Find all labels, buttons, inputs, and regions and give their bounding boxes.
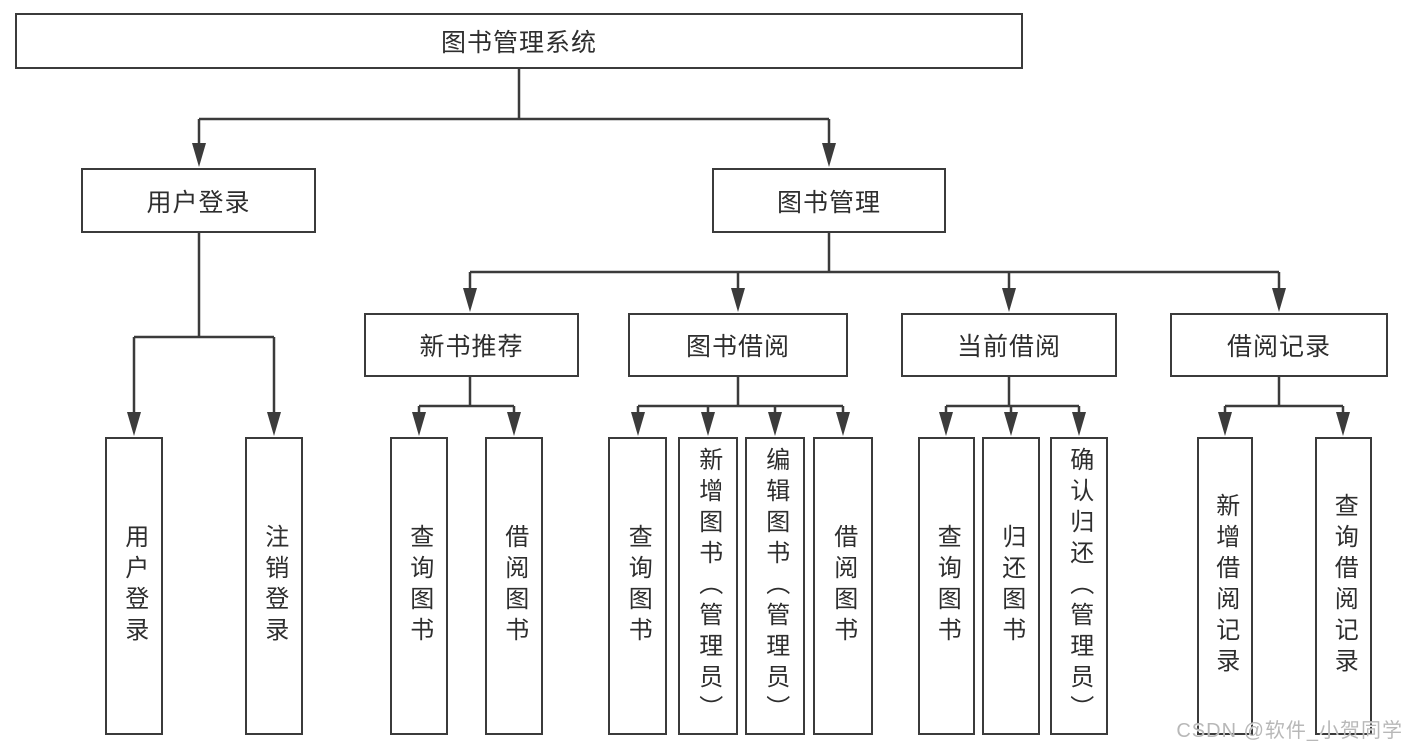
- leaf-add-borrow-record: 新增借阅记录: [1197, 437, 1253, 735]
- arrowhead: [939, 412, 953, 436]
- connector-line-group: [132, 69, 1345, 420]
- arrowhead: [631, 412, 645, 436]
- arrowhead: [267, 412, 281, 436]
- leaf-query-books-recommend: 查询图书: [390, 437, 448, 735]
- leaf-label: 借阅图书: [829, 524, 857, 648]
- arrowhead: [127, 412, 141, 436]
- leaf-label: 编辑图书（管理员）: [761, 446, 789, 726]
- leaf-query-books-current: 查询图书: [918, 437, 975, 735]
- node-new-book-recommend: 新书推荐: [364, 313, 579, 377]
- leaf-label: 查询图书: [624, 524, 652, 648]
- leaf-edit-book-admin: 编辑图书（管理员）: [745, 437, 805, 735]
- arrowhead: [822, 143, 836, 167]
- node-root-label: 图书管理系统: [440, 29, 597, 57]
- leaf-user-login: 用户登录: [105, 437, 163, 735]
- arrowhead: [1272, 288, 1286, 312]
- leaf-label: 归还图书: [997, 524, 1025, 648]
- node-book-management: 图书管理: [712, 168, 946, 233]
- node-borrow-records: 借阅记录: [1170, 313, 1388, 377]
- arrowhead: [1002, 288, 1016, 312]
- leaf-label: 查询图书: [933, 524, 961, 648]
- node-root: 图书管理系统: [15, 13, 1023, 69]
- leaf-label: 新增图书（管理员）: [694, 446, 722, 726]
- arrowhead: [768, 412, 782, 436]
- node-label: 当前借阅: [956, 333, 1061, 361]
- leaf-confirm-return-admin: 确认归还（管理员）: [1050, 437, 1108, 735]
- leaf-label: 确认归还（管理员）: [1065, 446, 1093, 726]
- arrowhead: [701, 412, 715, 436]
- node-current-borrow: 当前借阅: [901, 313, 1117, 377]
- node-label: 借阅记录: [1226, 333, 1331, 361]
- node-user-login: 用户登录: [81, 168, 316, 233]
- node-label: 新书推荐: [419, 333, 524, 361]
- node-label: 用户登录: [146, 188, 251, 217]
- arrowhead-group: [127, 143, 1350, 436]
- leaf-label: 新增借阅记录: [1211, 493, 1239, 679]
- arrowhead: [731, 288, 745, 312]
- arrowhead: [1004, 412, 1018, 436]
- leaf-label: 用户登录: [120, 524, 148, 648]
- leaf-label: 借阅图书: [500, 524, 528, 648]
- leaf-query-books-borrow: 查询图书: [608, 437, 667, 735]
- arrowhead: [192, 143, 206, 167]
- leaf-borrow-books-recommend: 借阅图书: [485, 437, 543, 735]
- arrowhead: [412, 412, 426, 436]
- arrowhead: [507, 412, 521, 436]
- node-label: 图书借阅: [685, 333, 790, 361]
- leaf-label: 查询图书: [405, 524, 433, 648]
- arrowhead: [1336, 412, 1350, 436]
- leaf-borrow-books: 借阅图书: [813, 437, 873, 735]
- arrowhead: [463, 288, 477, 312]
- arrowhead: [1072, 412, 1086, 436]
- arrowhead: [836, 412, 850, 436]
- leaf-return-books: 归还图书: [982, 437, 1040, 735]
- leaf-logout: 注销登录: [245, 437, 303, 735]
- arrowhead: [1218, 412, 1232, 436]
- node-book-borrow: 图书借阅: [628, 313, 848, 377]
- leaf-query-borrow-record: 查询借阅记录: [1315, 437, 1372, 735]
- leaf-add-book-admin: 新增图书（管理员）: [678, 437, 738, 735]
- node-label: 图书管理: [776, 188, 881, 217]
- watermark: CSDN @软件_小贺同学: [1176, 720, 1403, 742]
- leaf-label: 注销登录: [260, 524, 288, 648]
- leaf-label: 查询借阅记录: [1330, 493, 1358, 679]
